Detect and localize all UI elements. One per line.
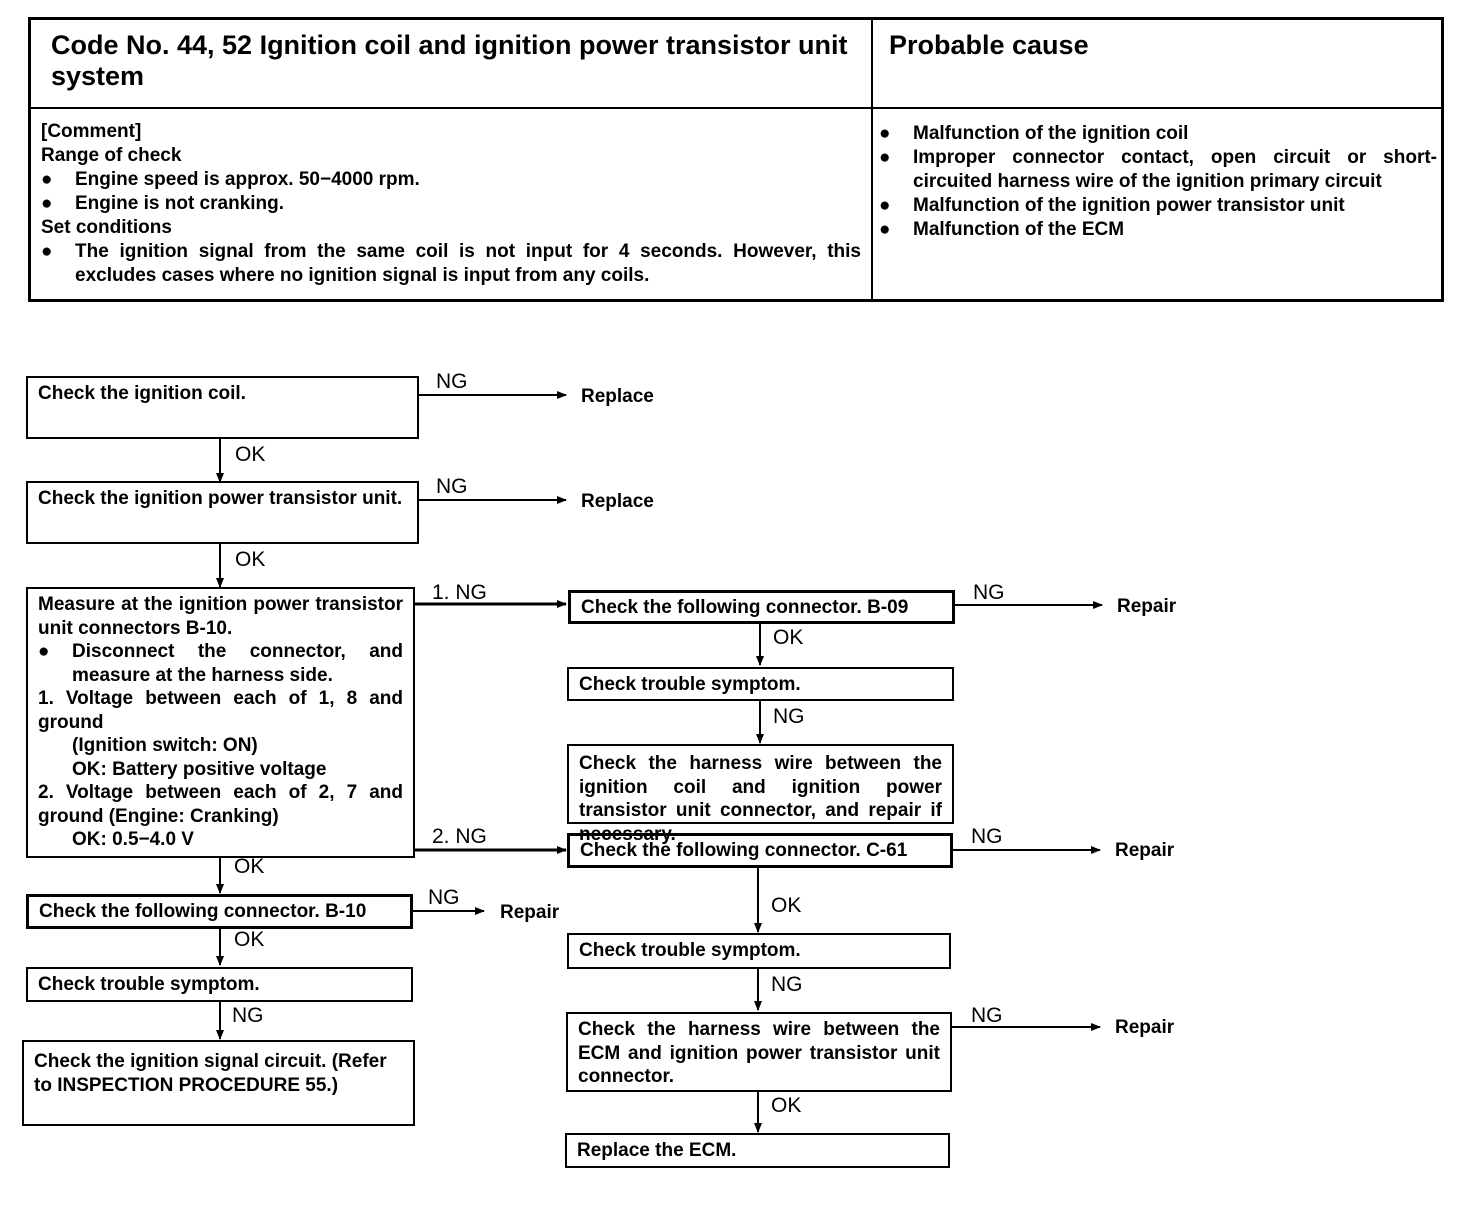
code-header-table: Code No. 44, 52 Ignition coil and igniti… <box>28 17 1444 302</box>
comment-section: [Comment] Range of check ● Engine speed … <box>41 120 861 288</box>
check-ignition-signal-box: Check the ignition signal circuit. (Refe… <box>22 1040 415 1126</box>
bullet-icon: ● <box>41 241 53 262</box>
ng-label: NG <box>773 705 805 728</box>
ok-label: OK <box>773 626 804 649</box>
repair-action: Repair <box>1115 1017 1175 1038</box>
range-item: ● Engine is not cranking. <box>41 193 285 214</box>
cause-item: ● Improper connector contact, open circu… <box>879 147 1437 192</box>
bullet-icon: ● <box>879 195 891 216</box>
replace-action: Replace <box>581 491 654 512</box>
ng-label: NG <box>971 825 1003 848</box>
ok-label: OK <box>234 928 265 951</box>
check-connector-b10-box: Check the following connector. B-10 <box>26 894 413 929</box>
cause-item: ● Malfunction of the ignition coil <box>879 123 1189 144</box>
ng-label: NG <box>436 475 468 498</box>
set-conditions-label: Set conditions <box>41 217 172 238</box>
check-trouble-symptom-r2-box: Check trouble symptom. <box>567 933 951 969</box>
check-ignition-coil-box: Check the ignition coil. <box>26 376 419 439</box>
ng-label: NG <box>771 973 803 996</box>
ng-label: NG <box>436 370 468 393</box>
range-item: ● Engine speed is approx. 50−4000 rpm. <box>41 169 420 190</box>
bullet-icon: ● <box>879 123 891 144</box>
ok-label: OK <box>771 1094 802 1117</box>
check-trouble-symptom-r1-box: Check trouble symptom. <box>567 667 954 701</box>
bullet-icon: ● <box>41 193 53 214</box>
set-condition-item: ● The ignition signal from the same coil… <box>41 241 861 286</box>
ok-label: OK <box>771 894 802 917</box>
bullet-icon: ● <box>41 169 53 190</box>
check-harness-ecm-box: Check the harness wire between the ECM a… <box>566 1012 952 1092</box>
cause-item: ● Malfunction of the ECM <box>879 219 1125 240</box>
probable-cause-title: Probable cause <box>889 30 1089 60</box>
comment-label: [Comment] <box>41 121 142 142</box>
measure-connector-box: Measure at the ignition power transistor… <box>26 587 415 858</box>
ok-label: OK <box>235 443 266 466</box>
check-trouble-symptom-left-box: Check trouble symptom. <box>26 967 413 1002</box>
ng-label: NG <box>428 886 460 909</box>
repair-action: Repair <box>1115 840 1175 861</box>
ng-label: NG <box>232 1004 264 1027</box>
ok-label: OK <box>235 548 266 571</box>
probable-causes-list: ● Malfunction of the ignition coil ● Imp… <box>879 122 1437 242</box>
ng2-label: 2. NG <box>432 825 487 848</box>
replace-ecm-box: Replace the ECM. <box>565 1133 950 1168</box>
cause-item: ● Malfunction of the ignition power tran… <box>879 195 1345 216</box>
replace-action: Replace <box>581 386 654 407</box>
ok-label: OK <box>234 855 265 878</box>
repair-action: Repair <box>1117 596 1177 617</box>
repair-action: Repair <box>500 902 560 923</box>
range-of-check-label: Range of check <box>41 145 182 166</box>
check-connector-c61-box: Check the following connector. C-61 <box>567 833 953 868</box>
ng-label: NG <box>971 1004 1003 1027</box>
ng1-label: 1. NG <box>432 581 487 604</box>
code-title: Code No. 44, 52 Ignition coil and igniti… <box>51 30 848 91</box>
header-column-divider <box>871 20 873 299</box>
ng-label: NG <box>973 581 1005 604</box>
header-row-divider <box>31 107 1441 109</box>
bullet-icon: ● <box>879 147 891 168</box>
check-harness-coil-box: Check the harness wire between the ignit… <box>567 744 954 845</box>
check-connector-b09-box: Check the following connector. B-09 <box>568 590 955 624</box>
bullet-icon: ● <box>38 641 50 662</box>
check-power-transistor-box: Check the ignition power transistor unit… <box>26 481 419 544</box>
bullet-icon: ● <box>879 219 891 240</box>
